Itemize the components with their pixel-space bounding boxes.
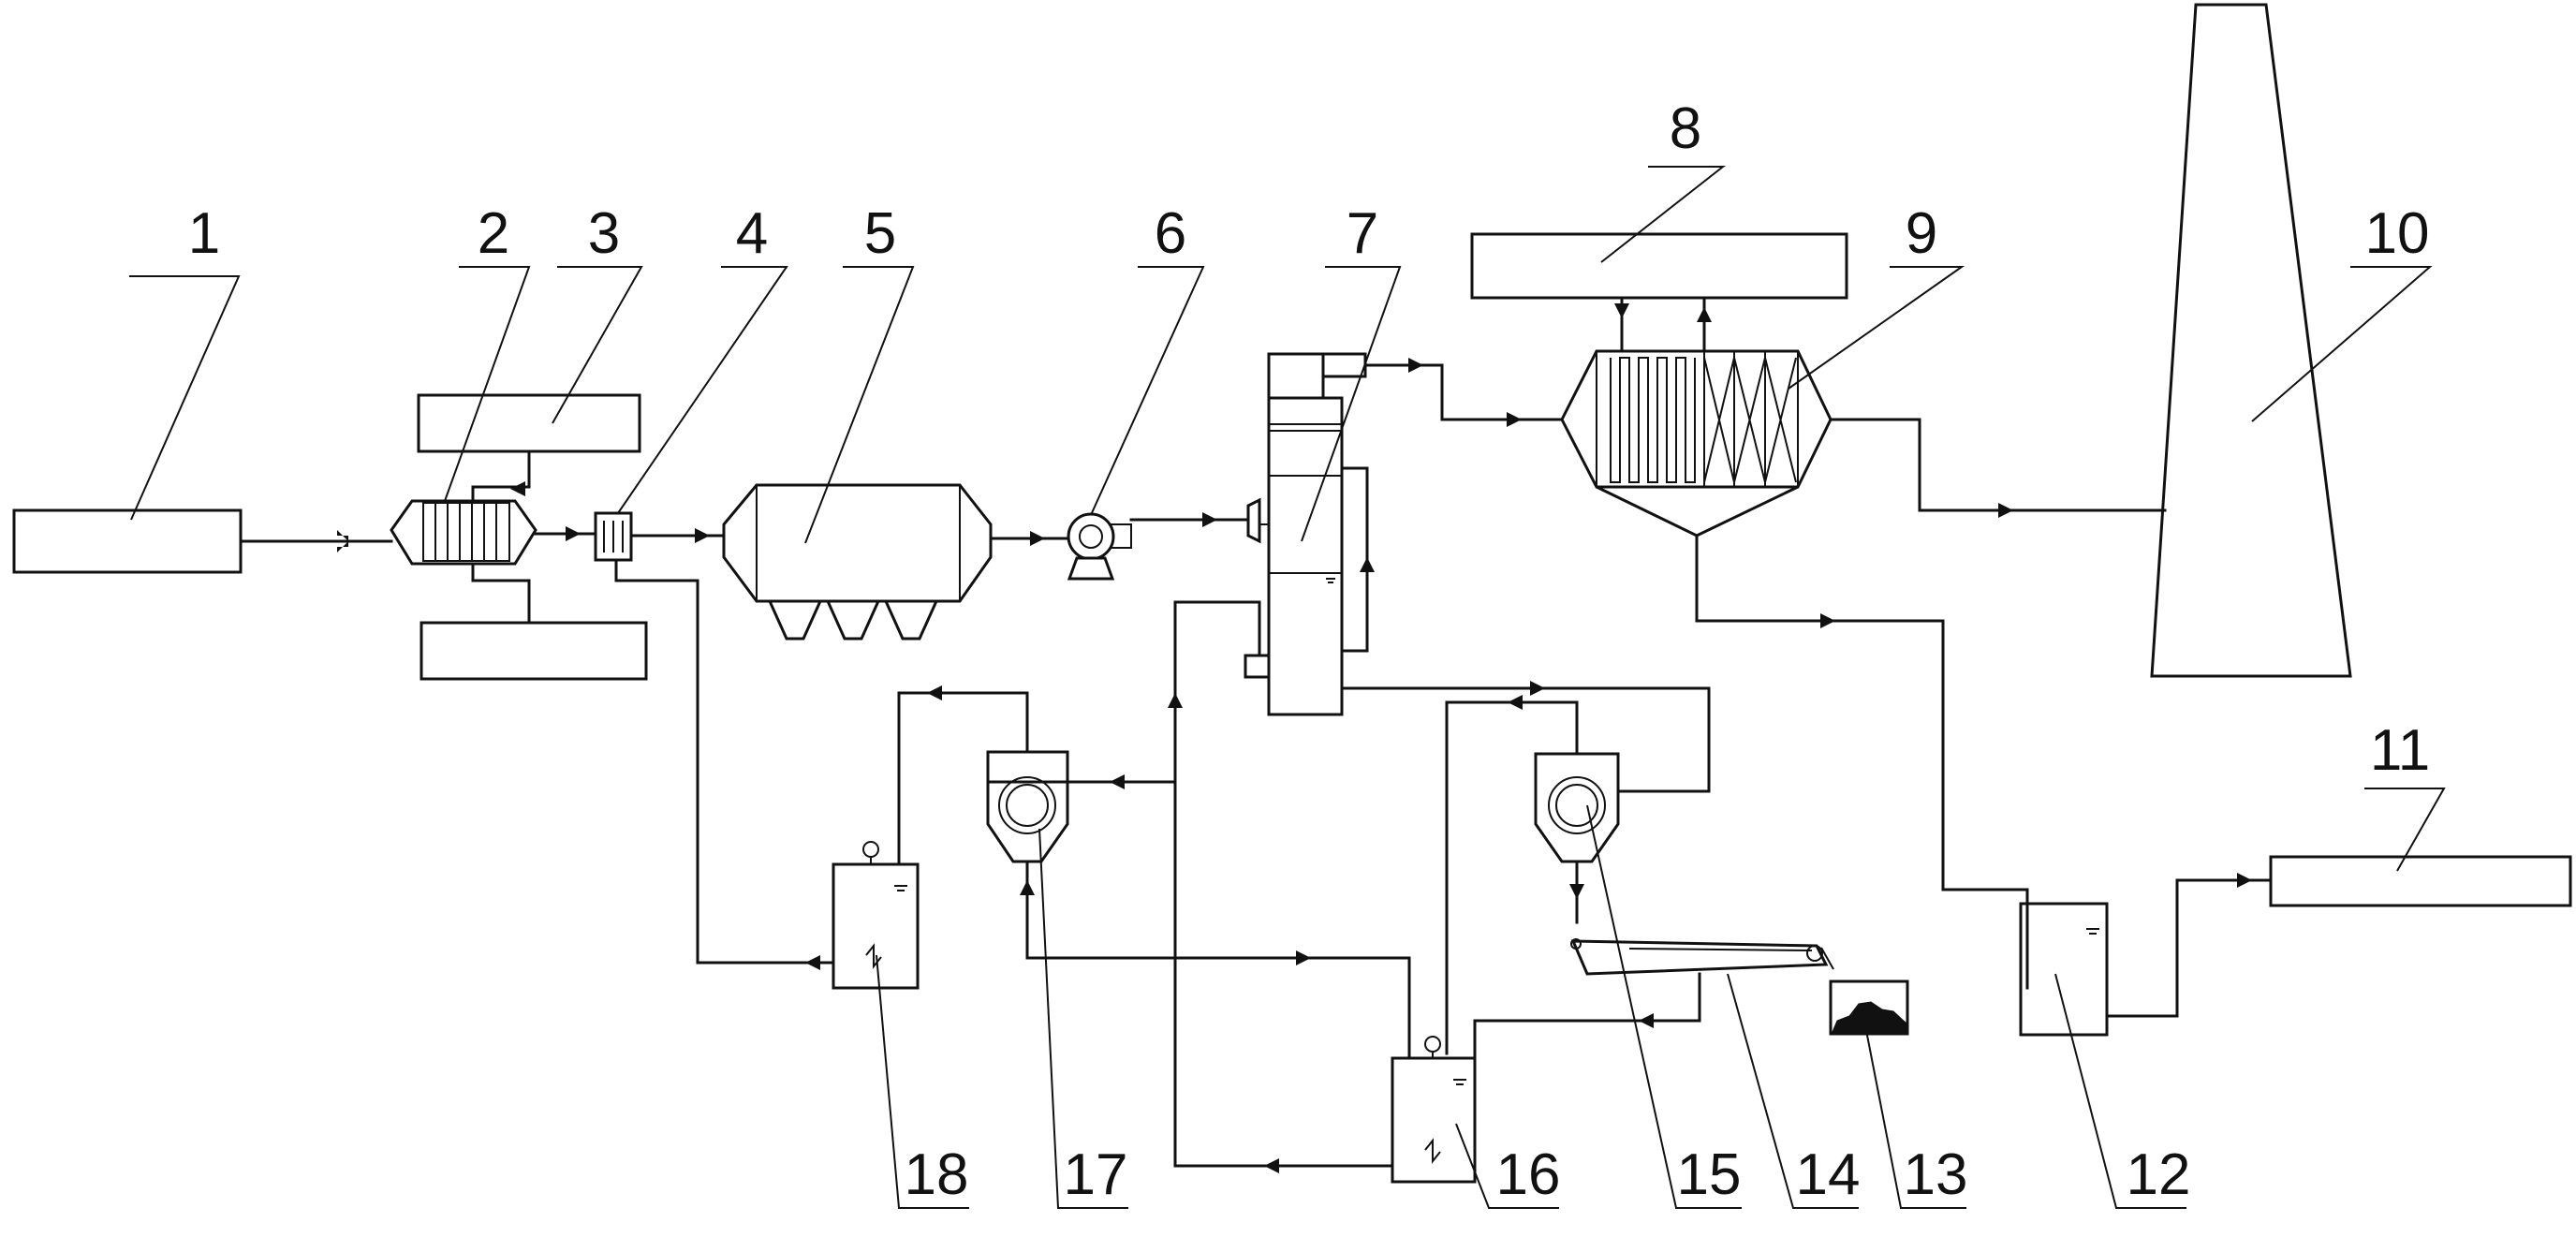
number-labels: 1 2 3 4 5 6 7 8 9 10 11 12 13 14 15 16 1… — [188, 96, 2430, 1207]
label-15: 15 — [1677, 1142, 1742, 1207]
label-11: 11 — [2370, 718, 2430, 783]
component-11-output-box — [2269, 855, 2572, 907]
component-13-collection-bin — [1829, 980, 1909, 1036]
label-6: 6 — [1155, 201, 1186, 266]
component-2-heat-exchanger — [390, 499, 537, 566]
component-10-chimney — [2150, 3, 2352, 678]
label-18: 18 — [905, 1142, 969, 1207]
label-5: 5 — [864, 201, 896, 266]
component-7-tower — [1246, 352, 1367, 716]
label-8: 8 — [1670, 96, 1701, 161]
component-4-mixer — [594, 511, 633, 562]
label-2: 2 — [478, 201, 509, 266]
component-1-source-box — [12, 508, 243, 574]
component-14-conveyor — [1570, 938, 1834, 976]
label-17: 17 — [1064, 1142, 1128, 1207]
component-17-cyclone — [986, 750, 1069, 863]
label-3: 3 — [588, 201, 620, 266]
label-7: 7 — [1347, 201, 1378, 266]
component-18-tank — [832, 841, 920, 990]
pipes — [239, 296, 2273, 1168]
leader-lines — [129, 166, 2446, 1209]
component-16-tank — [1391, 1036, 1477, 1184]
component-5-filter — [722, 483, 993, 641]
flow-arrows — [337, 303, 2252, 1173]
component-12-tank — [2019, 902, 2109, 1037]
component-3-upper-box — [417, 393, 641, 453]
label-10: 10 — [2365, 201, 2430, 266]
label-16: 16 — [1496, 1142, 1561, 1207]
component-8-top-box — [1470, 232, 1848, 300]
component-9-reactor — [1560, 349, 1833, 538]
component-3-lower-box — [420, 621, 648, 681]
component-15-cyclone — [1534, 752, 1620, 863]
label-9: 9 — [1906, 201, 1937, 266]
label-13: 13 — [1904, 1142, 1968, 1207]
label-1: 1 — [188, 201, 220, 266]
label-12: 12 — [2127, 1142, 2191, 1207]
label-14: 14 — [1796, 1142, 1861, 1207]
label-4: 4 — [736, 201, 768, 266]
component-6-fan — [1067, 512, 1132, 581]
